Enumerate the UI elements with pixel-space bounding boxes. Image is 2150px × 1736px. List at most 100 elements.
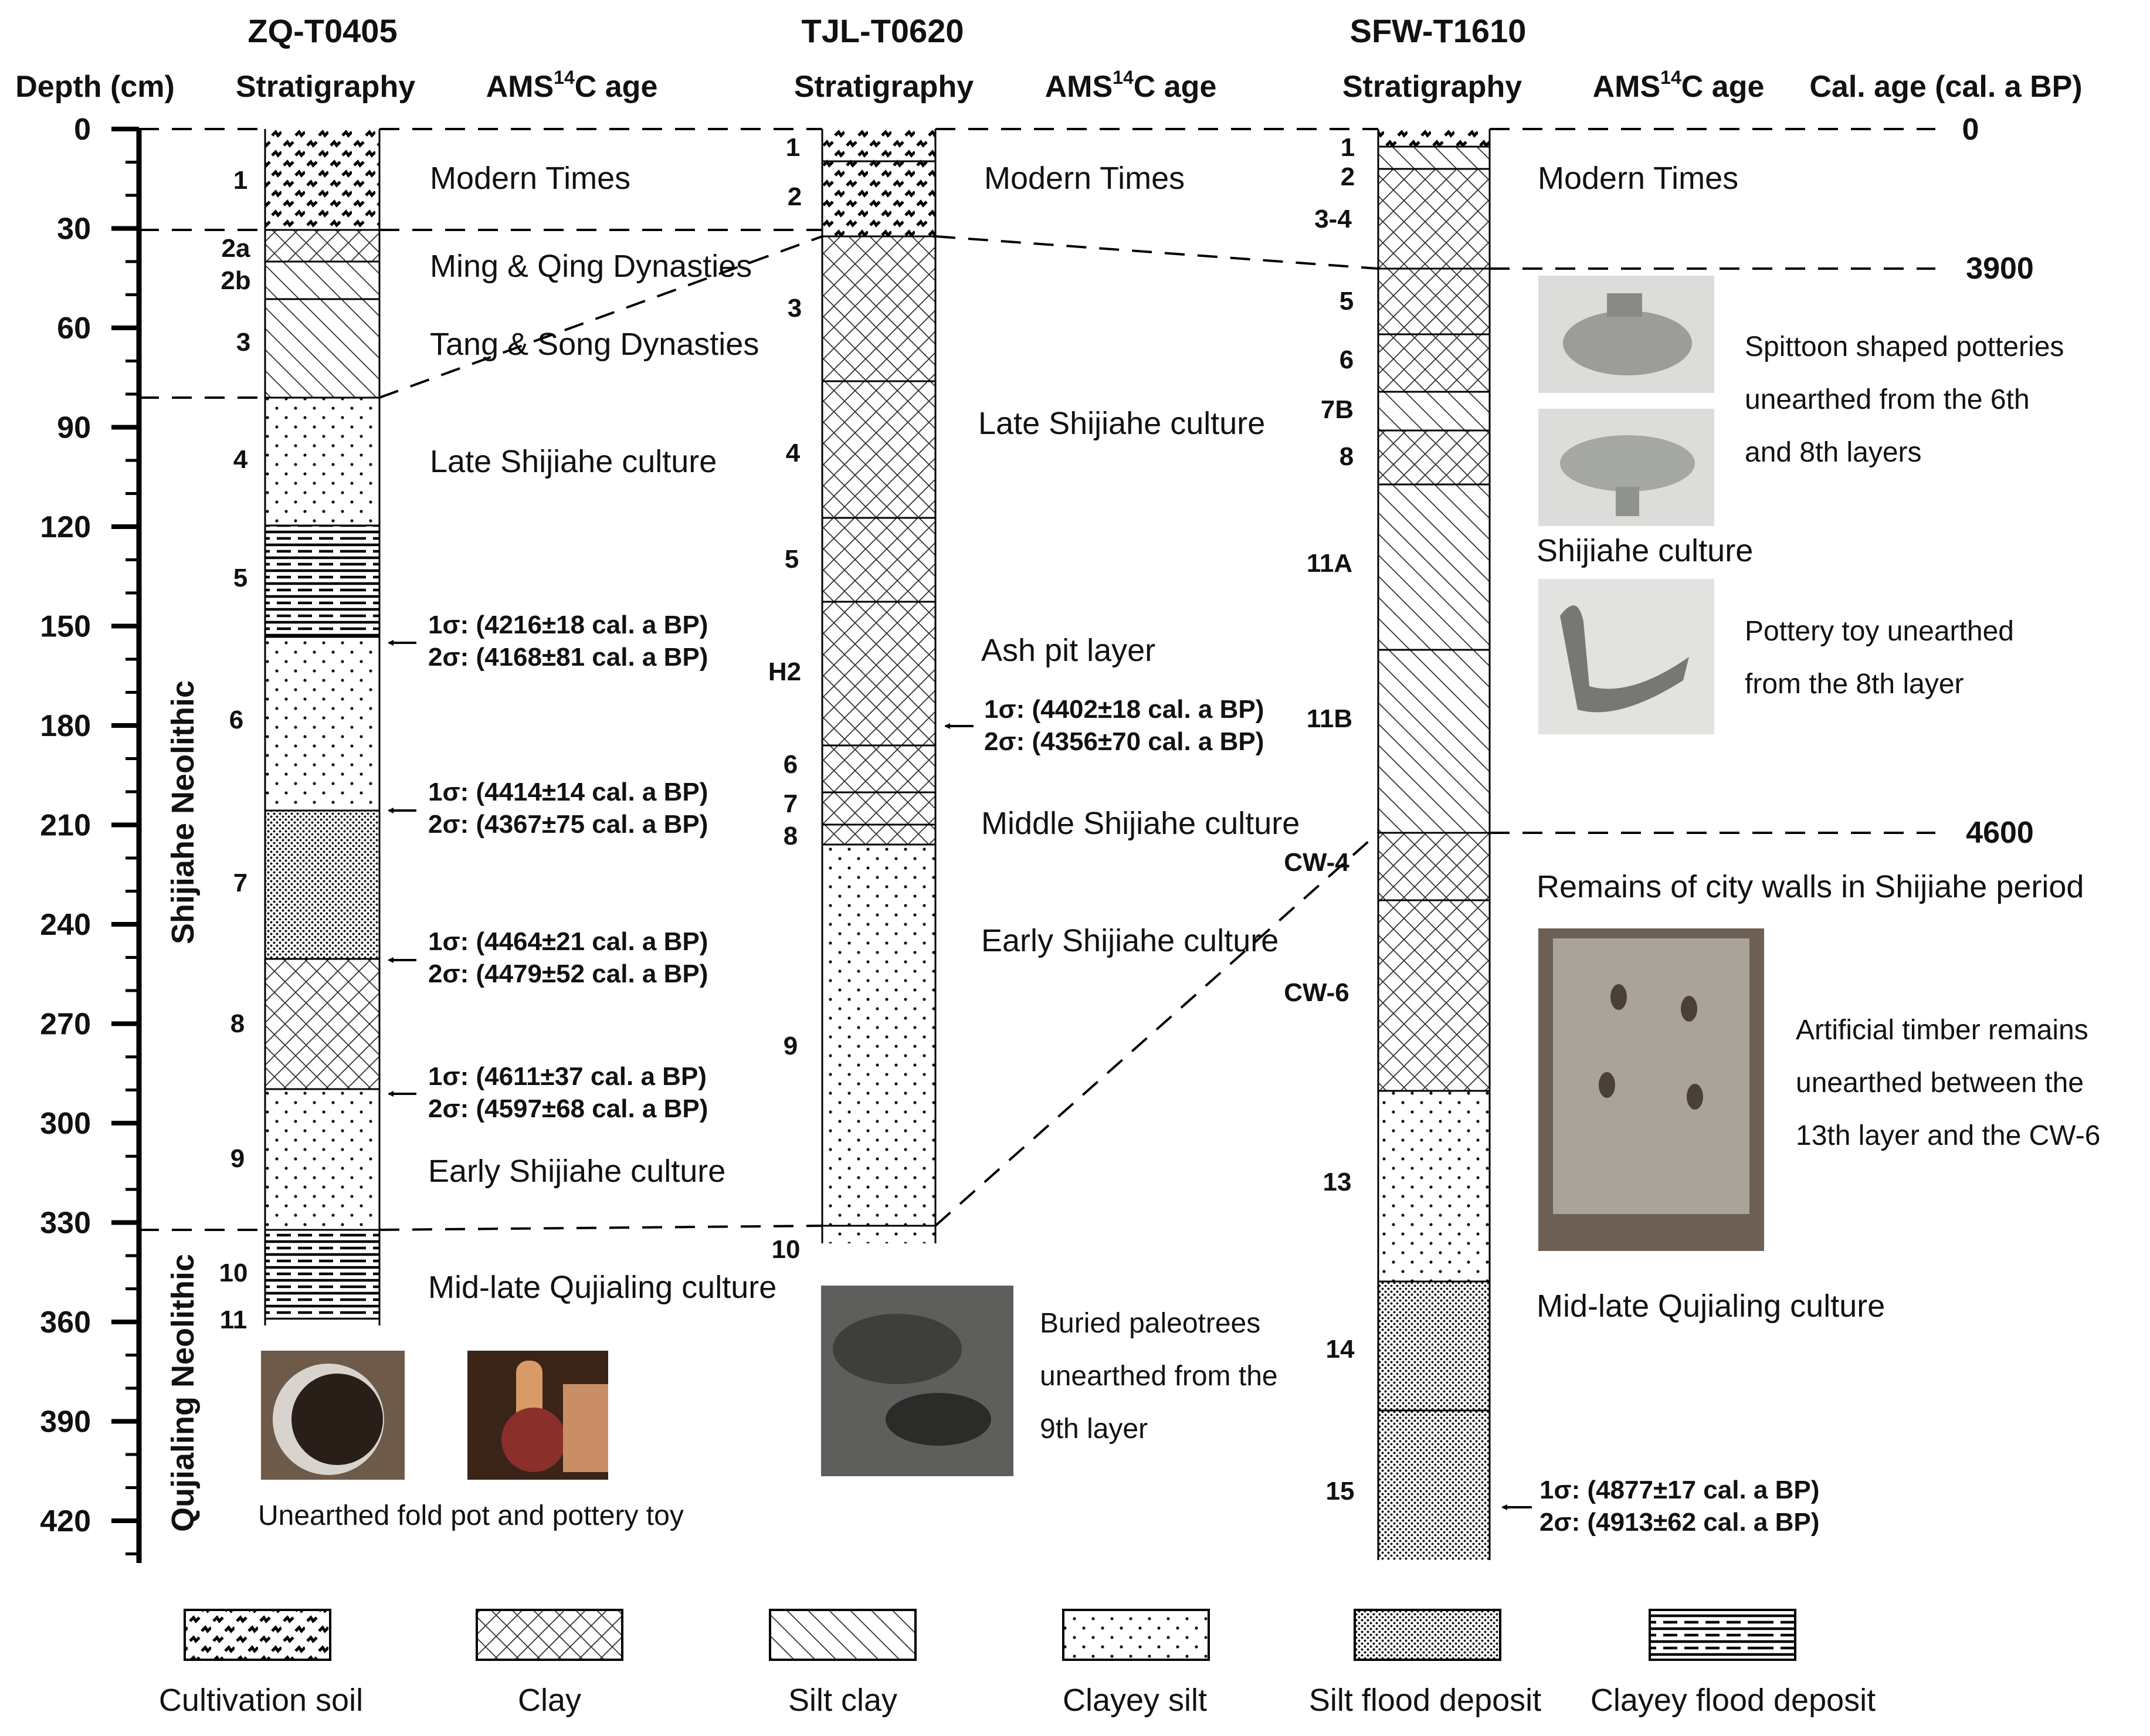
depth-tick-label: 60 <box>57 311 91 345</box>
layer-3 <box>822 236 935 381</box>
photo-caption: unearthed from the <box>1040 1361 1278 1392</box>
layer-5 <box>1378 269 1490 334</box>
legend-label: Silt clay <box>788 1683 897 1718</box>
photo-caption: Buried paleotrees <box>1040 1308 1260 1339</box>
period-label: Early Shijiahe culture <box>428 1154 725 1189</box>
layer-label: 13 <box>1323 1168 1352 1196</box>
photo-caption: Pottery toy unearthed <box>1745 616 2014 647</box>
layer-label: 7B <box>1321 395 1354 424</box>
timber-remains-photo <box>1538 928 1764 1251</box>
age-2sigma: 2σ: (4479±52 cal. a BP) <box>428 959 708 988</box>
layer-8 <box>265 959 379 1089</box>
profile-title-sfw: SFW-T1610 <box>1350 12 1527 49</box>
layer-label: 11 <box>220 1306 247 1334</box>
profile-title-tjl: TJL-T0620 <box>802 12 964 49</box>
layer-label: 15 <box>1326 1477 1355 1506</box>
cal-age-value: 4600 <box>1966 816 2034 850</box>
layer-label: 7 <box>784 789 798 818</box>
period-label: Shijiahe culture <box>1537 533 1753 568</box>
layer-7 <box>265 811 379 959</box>
legend-label: Silt flood deposit <box>1309 1683 1541 1718</box>
stratigraphy-header-tjl: Stratigraphy <box>794 70 974 104</box>
photo-caption: unearthed from the 6th <box>1745 384 2030 415</box>
photo-caption: Spittoon shaped potteries <box>1745 331 2064 362</box>
period-label: Tang & Song Dynasties <box>430 327 759 362</box>
layer-label: 2a <box>222 234 250 263</box>
age-2sigma: 2σ: (4168±81 cal. a BP) <box>428 643 708 672</box>
stratigraphy-header-sfw: Stratigraphy <box>1342 70 1522 104</box>
layer-6 <box>822 745 935 792</box>
depth-tick-label: 30 <box>57 212 91 246</box>
layer-label: 8 <box>230 1009 245 1038</box>
layer-label: 9 <box>784 1032 798 1060</box>
spittoon-photo-1 <box>1538 276 1714 393</box>
layer-label: 8 <box>784 822 798 850</box>
layer-3-4 <box>1378 169 1490 269</box>
photo-caption: unearthed between the <box>1796 1067 2084 1098</box>
period-label: Modern Times <box>1538 161 1738 196</box>
age-1sigma: 1σ: (4464±21 cal. a BP) <box>428 927 708 956</box>
layer-label: 1 <box>1341 133 1355 162</box>
layer-5 <box>822 518 935 602</box>
layer-7b <box>1378 392 1490 430</box>
photo-caption: 9th layer <box>1040 1413 1148 1445</box>
photo-caption: Unearthed fold pot and pottery toy <box>258 1500 684 1531</box>
legend-swatch-cultivation-soil <box>184 1609 331 1661</box>
layer-label: 8 <box>1339 442 1354 471</box>
period-label: Ming & Qing Dynasties <box>430 249 752 284</box>
layer-cw4 <box>1378 833 1490 900</box>
layer-10 <box>822 1226 935 1243</box>
layer-2b <box>265 262 379 299</box>
period-label: Late Shijiahe culture <box>978 406 1265 441</box>
layer-label: 6 <box>784 750 798 779</box>
layer-14 <box>1378 1281 1490 1410</box>
layer-label: 10 <box>772 1235 801 1264</box>
layer-label: 2b <box>221 266 250 295</box>
depth-tick-label: 330 <box>40 1206 91 1240</box>
layer-8 <box>1378 430 1490 484</box>
ams-header-sfw: AMS14C age <box>1593 67 1765 104</box>
layer-label: 4 <box>233 445 248 474</box>
column-zq: 1 2a 2b 3 4 5 6 7 8 9 10 11 Modern Times… <box>219 129 776 1531</box>
legend-swatch-silt-flood-deposit <box>1354 1609 1501 1661</box>
photo-caption: 13th layer and the CW-6 <box>1796 1120 2100 1151</box>
legend-swatch-clay <box>476 1609 623 1661</box>
depth-tick-label: 360 <box>40 1306 91 1340</box>
age-1sigma: 1σ: (4877±17 cal. a BP) <box>1539 1476 1819 1504</box>
layer-1 <box>265 129 379 230</box>
layer-label: 9 <box>230 1144 245 1173</box>
layer-2 <box>822 161 935 236</box>
depth-tick-label: 390 <box>40 1405 91 1439</box>
depth-tick-label: 0 <box>74 113 91 147</box>
layer-label: 11A <box>1307 549 1352 578</box>
period-label: Middle Shijiahe culture <box>981 806 1300 841</box>
depth-tick-label: 270 <box>40 1008 91 1042</box>
layer-15 <box>1378 1410 1490 1560</box>
depth-tick-label: 210 <box>40 809 91 843</box>
period-label: Mid-late Qujialing culture <box>1537 1289 1885 1324</box>
photo-caption: and 8th layers <box>1745 437 1922 468</box>
layer-label: 6 <box>229 706 243 734</box>
depth-tick-label: 180 <box>40 709 91 743</box>
column-tjl: 1 2 3 4 5 H2 6 7 8 9 10 Modern Times Lat… <box>768 129 1300 1476</box>
age-2sigma: 2σ: (4367±75 cal. a BP) <box>428 810 708 839</box>
layer-9 <box>265 1089 379 1230</box>
layer-label: 3 <box>788 294 802 323</box>
age-2sigma: 2σ: (4913±62 cal. a BP) <box>1539 1508 1819 1537</box>
layer-label: 1 <box>233 166 247 195</box>
cal-age-value: 3900 <box>1966 252 2034 286</box>
fold-pot-photo <box>261 1351 405 1480</box>
pottery-toy-photo <box>467 1351 608 1480</box>
depth-tick-label: 120 <box>40 510 91 544</box>
age-1sigma: 1σ: (4402±18 cal. a BP) <box>984 695 1264 724</box>
layer-10-11 <box>265 1230 379 1320</box>
layer-6 <box>265 637 379 811</box>
legend-label: Cultivation soil <box>159 1683 363 1718</box>
layer-label: CW-4 <box>1284 848 1349 877</box>
legend: Cultivation soil Clay Silt clay Clayey s… <box>159 1609 1876 1718</box>
layer-label: 1 <box>786 133 800 162</box>
period-label: Early Shijiahe culture <box>981 923 1279 958</box>
layer-11a <box>1378 484 1490 650</box>
